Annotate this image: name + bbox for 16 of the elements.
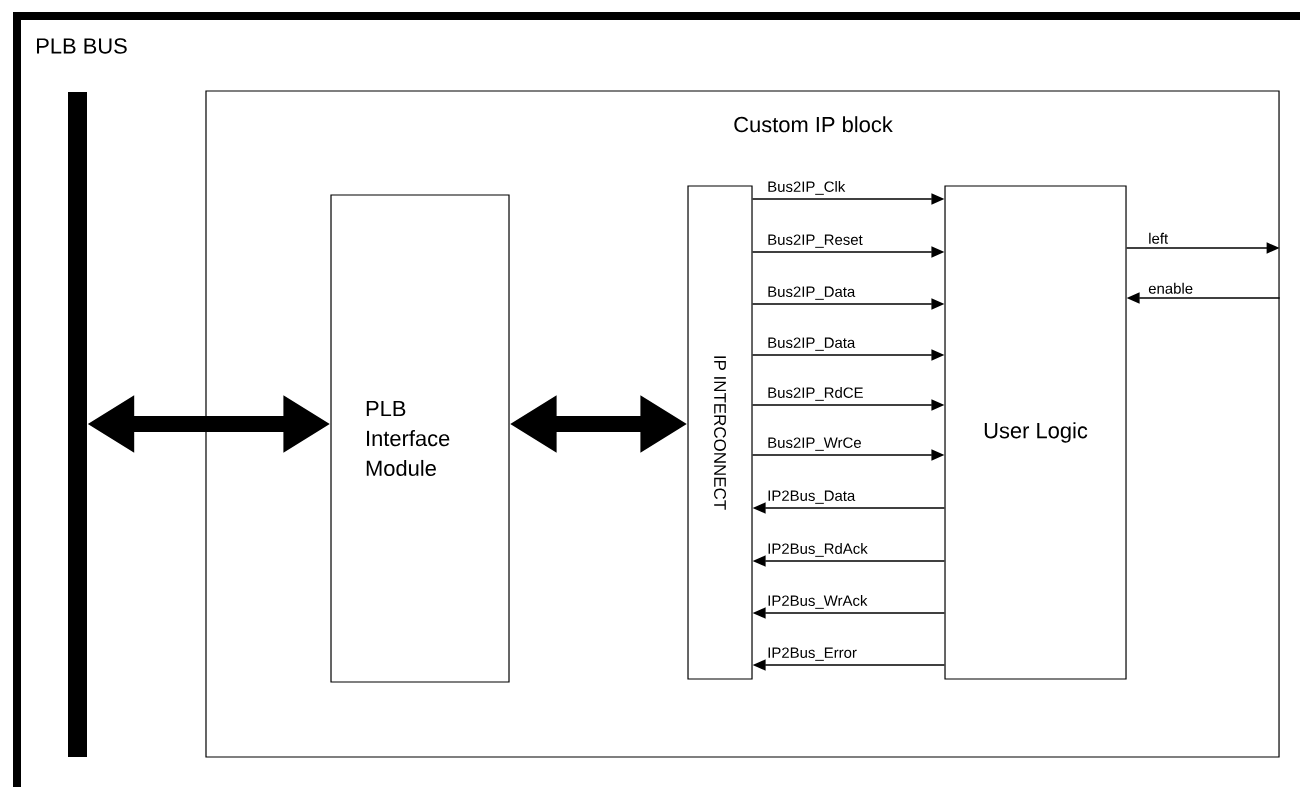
interconnect-box: IP INTERCONNECT [687, 185, 753, 680]
bus-bar [68, 92, 87, 757]
logic-box: User Logic [944, 185, 1127, 680]
signal-label: Bus2IP_Clk [766, 180, 847, 196]
signal-label: left [1147, 231, 1170, 245]
signal-label: IP2Bus_Error [766, 646, 858, 662]
signal-label: enable [1147, 281, 1195, 295]
signal-label: IP2Bus_Data [766, 489, 857, 505]
module-box: PLB Interface Module [330, 194, 510, 683]
signal-label: Bus2IP_RdCE [766, 386, 865, 402]
signal-label: IP2Bus_RdAck [766, 542, 869, 558]
signal-label: Bus2IP_WrCe [766, 436, 863, 452]
signal-label: Bus2IP_Reset [766, 233, 864, 249]
signal-label: IP2Bus_WrAck [766, 594, 869, 610]
signal-label: Bus2IP_Data [766, 336, 857, 352]
signal-label: Bus2IP_Data [766, 285, 857, 301]
